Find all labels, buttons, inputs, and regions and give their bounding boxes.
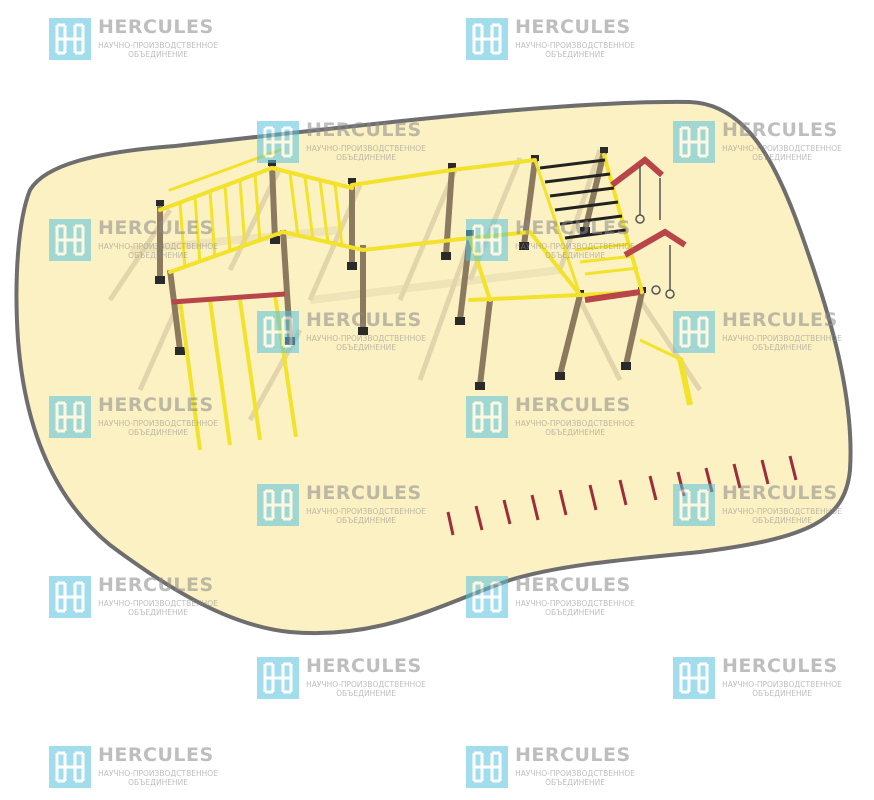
lower-rungs: [574, 242, 639, 276]
rings: [635, 165, 675, 299]
ground-platform: [14, 99, 853, 636]
yellow-brace: [639, 338, 683, 362]
ladder-rungs: [178, 172, 344, 269]
yellow-pole: [677, 357, 693, 406]
red-front-bar: [171, 291, 286, 305]
ring-arms: [584, 156, 687, 303]
monkey-bars: [539, 158, 627, 240]
marker-pegs: [446, 455, 798, 536]
front-bars: [178, 294, 298, 451]
